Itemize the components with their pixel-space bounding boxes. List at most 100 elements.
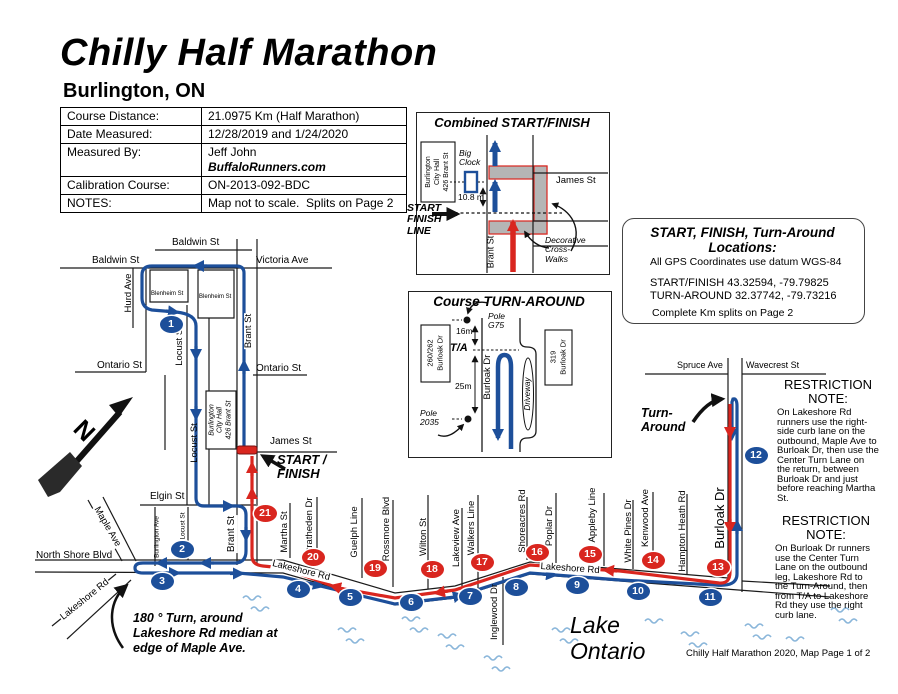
km-marker-9: 9 xyxy=(565,576,589,594)
km-marker-3: 3 xyxy=(150,572,174,590)
row-label: Date Measured: xyxy=(60,125,202,144)
km-marker-1: 1 xyxy=(159,315,183,333)
row-label: Calibration Course: xyxy=(60,176,202,195)
km-marker-17: 17 xyxy=(470,553,494,571)
gps-turn-around-coords: TURN-AROUND 32.37742, -79.73216 xyxy=(650,290,837,302)
turn-note-arrow-icon xyxy=(110,583,129,649)
measured-by-site: BuffaloRunners.com xyxy=(208,160,326,174)
km-marker-20: 20 xyxy=(301,548,325,566)
row-label: NOTES: xyxy=(60,194,202,213)
restriction-note-2-body: On Burloak Dr runners use the Center Tur… xyxy=(775,543,871,621)
addr-319-label: 319 Burloak Dr xyxy=(548,339,567,375)
inset-b-title: Course TURN-AROUND xyxy=(433,294,585,309)
ta-label: T/A xyxy=(450,342,468,354)
street-label-walkers: Walkers Line xyxy=(466,500,478,556)
measured-by-name: Jeff John xyxy=(208,145,257,159)
km-marker-13: 13 xyxy=(706,558,730,576)
page-title: Chilly Half Marathon xyxy=(60,32,438,74)
km-marker-10: 10 xyxy=(626,582,650,600)
inset-a-city-hall-label: Burlington City Hall 426 Brant St xyxy=(424,152,450,192)
lake-water-icon xyxy=(242,595,858,672)
street-label-inglewood: Inglewood Dr xyxy=(489,584,501,640)
start-finish-label: START / FINISH xyxy=(277,452,327,481)
street-label-locust-lower: Locust St xyxy=(179,512,187,540)
street-label-brant-upper: Brant St xyxy=(243,312,255,350)
street-label-rossmore: Rossmore Blvd xyxy=(381,496,393,562)
pole-g75-label: Pole G75 xyxy=(488,311,506,330)
lake-ontario-label: Lake Ontario xyxy=(570,612,646,665)
street-label-elgin: Elgin St xyxy=(150,491,185,502)
street-label-brant-lower: Brant St xyxy=(225,514,238,554)
start-finish-bar xyxy=(236,445,258,455)
row-value: 21.0975 Km (Half Marathon) xyxy=(201,107,407,126)
restriction-note-2-title: RESTRICTION NOTE: xyxy=(781,513,871,542)
street-label-appleby: Appleby Line xyxy=(587,487,599,543)
street-label-blenheim-2: Blenheim St xyxy=(199,294,232,300)
street-label-locust-mid: Locust St xyxy=(189,423,201,463)
street-label-wilton: Wilton St xyxy=(418,517,430,557)
km-marker-14: 14 xyxy=(641,551,665,569)
north-compass-icon xyxy=(38,397,133,497)
inset-a-james-label: James St xyxy=(556,175,596,186)
gps-splits-note: Complete Km splits on Page 2 xyxy=(652,307,794,319)
street-label-burloak: Burloak Dr xyxy=(712,487,728,549)
km-marker-7: 7 xyxy=(458,587,482,605)
table-row: Date Measured: 12/28/2019 and 1/24/2020 xyxy=(60,125,407,144)
street-label-baldwin-top: Baldwin St xyxy=(172,237,220,248)
street-label-maple-ave: Maple Ave xyxy=(91,504,124,550)
row-label: Course Distance: xyxy=(60,107,202,126)
table-row: NOTES: Map not to scale. Splits on Page … xyxy=(60,194,407,213)
restriction-note-1: RESTRICTION NOTE: On Lakeshore Rd runner… xyxy=(777,378,879,503)
km-marker-19: 19 xyxy=(363,559,387,577)
turn-around-label: Turn- Around xyxy=(641,406,686,435)
gps-start-finish-coords: START/FINISH 43.32594, -79.79825 xyxy=(650,277,829,289)
km-marker-2: 2 xyxy=(170,540,194,558)
km-marker-21: 21 xyxy=(253,504,277,522)
turn-around-pointer-arrow-icon xyxy=(691,393,726,423)
street-label-stratheden: Stratheden Dr xyxy=(304,497,316,557)
street-label-lakeshore-2: Lakeshore Rd xyxy=(539,560,601,577)
street-label-ontario-right: Ontario St xyxy=(256,363,302,374)
street-label-james: James St xyxy=(270,436,312,447)
street-label-hurd-ave: Hurd Ave xyxy=(123,273,135,313)
street-label-lakeshore-diag: Lakeshore Rd xyxy=(58,576,112,624)
street-label-ontario-left: Ontario St xyxy=(97,360,143,371)
page-subtitle: Burlington, ON xyxy=(63,80,206,102)
street-label-white-pines: White Pines Dr xyxy=(623,499,635,563)
start-finish-line-label: START FINISH LINE xyxy=(407,202,442,237)
row-value: Map not to scale. Splits on Page 2 xyxy=(201,194,407,213)
row-value: ON-2013-092-BDC xyxy=(201,176,407,195)
inset-a-brant-label: Brant St xyxy=(485,235,496,269)
restriction-note-1-title: RESTRICTION NOTE: xyxy=(783,377,873,406)
driveway-label: Driveway xyxy=(522,377,532,411)
dist-16m-label: 16m xyxy=(456,326,473,336)
dist-25m-label: 25m xyxy=(455,381,472,391)
compass-n-label: N xyxy=(67,414,101,448)
street-label-poplar: Poplar Dr xyxy=(544,505,556,547)
turnaround-inset-box xyxy=(408,291,612,458)
street-label-baldwin-left: Baldwin St xyxy=(92,255,140,266)
km-marker-15: 15 xyxy=(578,545,602,563)
km-marker-8: 8 xyxy=(504,578,528,596)
addr-260-label: 260/262 Burloak Dr xyxy=(425,335,444,371)
street-label-north-shore: North Shore Blvd xyxy=(36,550,113,561)
km-marker-5: 5 xyxy=(338,588,362,606)
gps-box-title: START, FINISH, Turn-Around Locations: xyxy=(650,225,835,255)
city-hall-label: Burlington City Hall 426 Brant St xyxy=(208,400,233,440)
street-label-hampton: Hampton Heath Rd xyxy=(677,490,689,572)
restriction-note-2: RESTRICTION NOTE: On Burloak Dr runners … xyxy=(775,514,877,620)
km-marker-4: 4 xyxy=(286,580,310,598)
km-marker-18: 18 xyxy=(420,560,444,578)
street-label-blenheim-1: Blenheim St xyxy=(151,291,184,297)
street-label-burlington-ave: Burlington Ave xyxy=(153,516,161,558)
table-row: Calibration Course: ON-2013-092-BDC xyxy=(60,176,407,195)
pole-2035-label: Pole 2035 xyxy=(420,408,439,427)
street-label-martha: Martha St xyxy=(279,511,291,553)
gps-datum: All GPS Coordinates use datum WGS-84 xyxy=(650,256,842,268)
inset-b-burloak-label: Burloak Dr xyxy=(482,354,494,400)
decorative-crosswalks-label: Decorative Cross- Walks xyxy=(545,235,586,264)
course-info-table: Course Distance: 21.0975 Km (Half Marath… xyxy=(60,107,407,213)
restriction-note-1-body: On Lakeshore Rd runners use the right-si… xyxy=(777,407,879,504)
table-row: Course Distance: 21.0975 Km (Half Marath… xyxy=(60,107,407,126)
street-label-wavecrest: Wavecrest St xyxy=(746,360,800,370)
